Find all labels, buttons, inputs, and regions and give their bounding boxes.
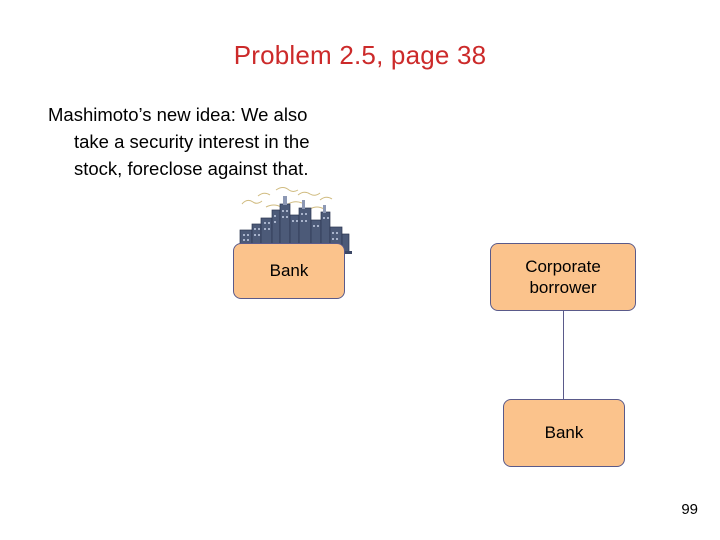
body-text-line-1: Mashimoto’s new idea: We also — [48, 104, 308, 125]
diagram-node-corporate-borrower[interactable]: Corporate borrower — [490, 243, 636, 311]
diagram-node-corporate-borrower-label: Corporate borrower — [525, 256, 601, 299]
diagram-node-bank-bottom-label: Bank — [544, 423, 584, 443]
page-number: 99 — [681, 501, 698, 518]
body-text: Mashimoto’s new idea: We also take a sec… — [48, 102, 408, 182]
page-title: Problem 2.5, page 38 — [233, 40, 487, 70]
body-text-line-2: take a security interest in the — [74, 130, 310, 152]
diagram-node-bank-left-label: Bank — [269, 261, 309, 281]
body-text-line-3: stock, foreclose against that. — [74, 157, 309, 179]
diagram-node-bank-left[interactable]: Bank — [233, 243, 345, 299]
diagram-node-corporate-borrower-label-line-1: Corporate — [525, 256, 601, 276]
diagram-node-corporate-borrower-label-line-2: borrower — [529, 278, 597, 297]
connector-corporate-to-bank — [563, 311, 564, 399]
diagram-node-bank-bottom[interactable]: Bank — [503, 399, 625, 467]
